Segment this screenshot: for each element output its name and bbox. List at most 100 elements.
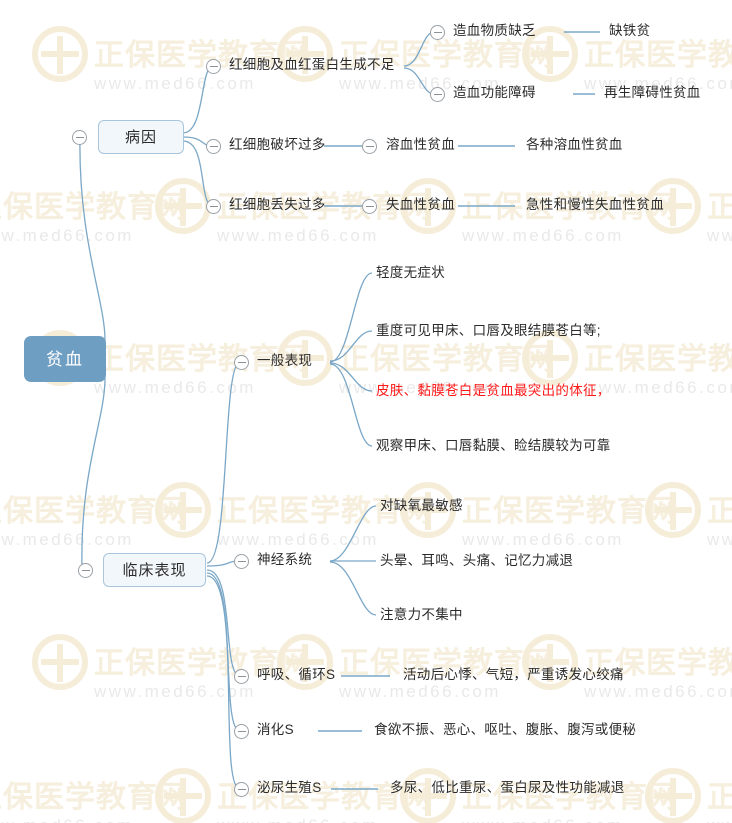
node-respiratory-circulatory-system-label: 呼吸、循环S — [257, 667, 336, 682]
node-hemolytic-anemia-label: 溶血性贫血 — [386, 137, 455, 152]
node-hematopoietic-deficiency[interactable]: 造血物质缺乏 — [453, 24, 536, 38]
leaf-dizziness-tinnitus-headache[interactable]: 头晕、耳鸣、头痛、记忆力减退 — [380, 554, 573, 568]
branch-node-clinical-label: 临床表现 — [122, 561, 187, 579]
link-c1-to-g1 — [403, 31, 435, 67]
watermark-url: www.med66.com — [462, 530, 624, 549]
leaf-various-hemolytic-anemia[interactable]: 各种溶血性贫血 — [526, 138, 623, 152]
node-digestive-system[interactable]: 消化S — [257, 723, 294, 737]
collapse-toggle-c1[interactable] — [206, 59, 221, 74]
link-clinical-to-d3 — [206, 569, 241, 677]
link-d1-to-leaf3 — [329, 362, 373, 392]
link-c1-to-g2 — [403, 67, 435, 95]
node-hematopoietic-dysfunction-label: 造血功能障碍 — [453, 85, 536, 100]
watermark-url: www.med66.com — [462, 226, 624, 245]
node-nervous-system[interactable]: 神经系统 — [257, 553, 312, 567]
collapse-toggle-d3[interactable] — [234, 669, 249, 684]
node-respiratory-circulatory-system[interactable]: 呼吸、循环S — [257, 668, 335, 682]
node-general-manifestation[interactable]: 一般表现 — [257, 354, 312, 368]
link-clinical-to-d1 — [206, 361, 241, 564]
collapse-toggle-c2[interactable] — [206, 139, 221, 154]
node-rbc-loss[interactable]: 红细胞丢失过多 — [229, 198, 326, 212]
leaf-most-sensitive-to-hypoxia[interactable]: 对缺氧最敏感 — [380, 499, 463, 513]
leaf-acute-chronic-blood-loss-anemia-label: 急性和慢性失血性贫血 — [526, 197, 664, 212]
watermark-url: www.med66.com — [0, 530, 134, 549]
leaf-observe-nailbed-lips-conjunctiva-label: 观察甲床、口唇黏膜、睑结膜较为可靠 — [376, 438, 611, 453]
collapse-toggle-g3[interactable] — [362, 139, 377, 154]
watermark-url: www.med66.com — [0, 816, 134, 823]
collapse-toggle-d2[interactable] — [234, 554, 249, 569]
collapse-toggle-g4[interactable] — [362, 199, 377, 214]
collapse-toggle-c3[interactable] — [206, 199, 221, 214]
node-urogenital-system[interactable]: 泌尿生殖S — [257, 781, 322, 795]
leaf-mild-asymptomatic-label: 轻度无症状 — [376, 265, 445, 280]
watermark-brand: 正保医学教育网 — [707, 781, 732, 814]
watermark-url: www.med66.com — [707, 226, 732, 245]
node-hematopoietic-dysfunction[interactable]: 造血功能障碍 — [453, 86, 536, 100]
collapse-toggle-d5[interactable] — [234, 782, 249, 797]
node-rbc-hb-insufficient-label: 红细胞及血红蛋白生成不足 — [229, 57, 395, 72]
watermark-url: www.med66.com — [0, 226, 134, 245]
leaf-palpitation-dyspnea-angina[interactable]: 活动后心悸、气短，严重诱发心绞痛 — [403, 668, 624, 682]
leaf-mild-asymptomatic[interactable]: 轻度无症状 — [376, 266, 445, 280]
branch-node-clinical[interactable]: 临床表现 — [103, 553, 206, 587]
watermark-brand: 正保医学教育网 — [707, 191, 732, 224]
leaf-inattention-label: 注意力不集中 — [380, 607, 463, 622]
leaf-palpitation-dyspnea-angina-label: 活动后心悸、气短，严重诱发心绞痛 — [403, 667, 624, 682]
leaf-polyuria-proteinuria-sexual-decline[interactable]: 多尿、低比重尿、蛋白尿及性功能减退 — [390, 781, 625, 795]
watermark-logo-icon — [32, 26, 88, 82]
leaf-severe-pallor-signs[interactable]: 重度可见甲床、口唇及眼结膜苍白等; — [376, 324, 601, 338]
collapse-toggle-g1[interactable] — [430, 25, 445, 40]
node-rbc-destruction[interactable]: 红细胞破坏过多 — [229, 138, 326, 152]
watermark-brand: 正保医学教育网 — [707, 495, 732, 528]
node-rbc-hb-insufficient[interactable]: 红细胞及血红蛋白生成不足 — [229, 58, 395, 72]
collapse-toggle-clinical[interactable] — [78, 563, 93, 578]
leaf-various-hemolytic-anemia-label: 各种溶血性贫血 — [526, 137, 623, 152]
leaf-acute-chronic-blood-loss-anemia[interactable]: 急性和慢性失血性贫血 — [526, 198, 664, 212]
watermark-brand: 正保医学教育网 — [0, 495, 189, 528]
branch-node-cause[interactable]: 病因 — [98, 120, 184, 154]
collapse-toggle-d4[interactable] — [234, 724, 249, 739]
link-cause-to-c1 — [182, 65, 214, 134]
leaf-polyuria-proteinuria-sexual-decline-label: 多尿、低比重尿、蛋白尿及性功能减退 — [390, 780, 625, 795]
leaf-iron-deficiency-anemia[interactable]: 缺铁贫 — [609, 24, 650, 38]
watermark-url: www.med66.com — [462, 816, 624, 823]
node-hemolytic-anemia[interactable]: 溶血性贫血 — [386, 138, 455, 152]
watermark-url: www.med66.com — [584, 682, 732, 701]
watermark-logo-icon — [400, 768, 456, 823]
node-nervous-system-label: 神经系统 — [257, 552, 313, 567]
leaf-severe-pallor-signs-label: 重度可见甲床、口唇及眼结膜苍白等; — [376, 323, 601, 338]
node-digestive-system-label: 消化S — [257, 722, 294, 737]
collapse-toggle-d1[interactable] — [234, 355, 249, 370]
link-clinical-to-d4 — [206, 572, 241, 732]
watermark-url: www.med66.com — [94, 682, 256, 701]
node-rbc-destruction-label: 红细胞破坏过多 — [229, 137, 326, 152]
link-d1-to-leaf1 — [329, 272, 373, 363]
link-d2-to-leaf1 — [329, 505, 377, 562]
leaf-skin-mucosa-pallor-highlight[interactable]: 皮肤、黏膜苍白是贫血最突出的体征， — [376, 384, 611, 398]
branch-node-cause-label: 病因 — [124, 128, 157, 146]
root-node-label: 贫血 — [46, 349, 84, 369]
link-d2-to-leaf3 — [329, 561, 377, 616]
node-hematopoietic-deficiency-label: 造血物质缺乏 — [453, 23, 536, 38]
watermark-url: www.med66.com — [339, 682, 501, 701]
leaf-aplastic-anemia[interactable]: 再生障碍性贫血 — [604, 86, 701, 100]
node-blood-loss-anemia[interactable]: 失血性贫血 — [386, 198, 455, 212]
watermark-logo-icon — [155, 768, 211, 823]
collapse-toggle-cause[interactable] — [72, 130, 87, 145]
collapse-toggle-g2[interactable] — [430, 87, 445, 102]
leaf-most-sensitive-to-hypoxia-label: 对缺氧最敏感 — [380, 498, 463, 513]
watermark-brand: 正保医学教育网 — [339, 343, 556, 376]
link-d1-to-leaf4 — [329, 363, 373, 447]
watermark-url: www.med66.com — [707, 530, 732, 549]
node-general-manifestation-label: 一般表现 — [257, 353, 313, 368]
node-blood-loss-anemia-label: 失血性贫血 — [386, 197, 455, 212]
watermark-brand: 正保医学教育网 — [0, 191, 189, 224]
leaf-observe-nailbed-lips-conjunctiva[interactable]: 观察甲床、口唇黏膜、睑结膜较为可靠 — [376, 439, 611, 453]
root-node-anemia[interactable]: 贫血 — [24, 336, 106, 382]
leaf-anorexia-nausea-vomiting[interactable]: 食欲不振、恶心、呕吐、腹胀、腹泻或便秘 — [374, 723, 636, 737]
leaf-inattention[interactable]: 注意力不集中 — [380, 608, 463, 622]
watermark-url: www.med66.com — [217, 816, 379, 823]
link-clinical-to-d5 — [206, 575, 241, 790]
watermark-logo-icon — [645, 768, 701, 823]
